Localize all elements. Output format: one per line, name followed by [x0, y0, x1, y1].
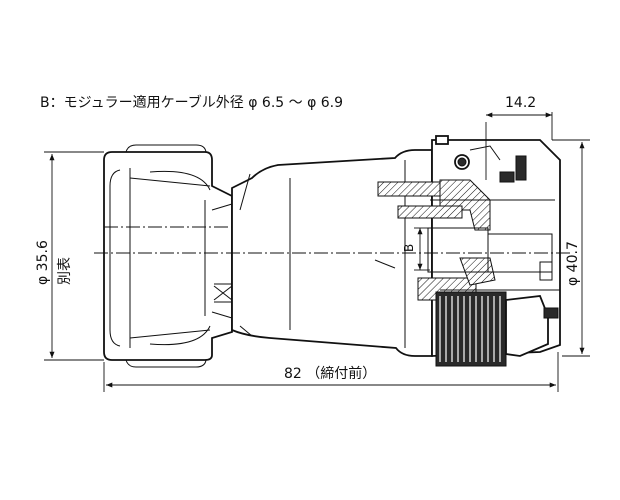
dimension-total-length: [103, 352, 559, 392]
left-diameter-label: φ 35.6: [35, 240, 51, 285]
total-length-label: 82 （締付前）: [284, 365, 376, 382]
dimension-right-diameter: [552, 139, 590, 357]
spec-note: B：モジュラー適用ケーブル外径 φ 6.5 〜 φ 6.9: [40, 94, 343, 111]
dimension-14-2: [485, 112, 553, 180]
dimension-14-2-label: 14.2: [505, 95, 536, 111]
left-diameter-sub-label: 別表: [57, 257, 73, 285]
section-b-dimension: [414, 227, 430, 271]
dimension-left-diameter: [44, 151, 104, 361]
right-diameter-label: φ 40.7: [565, 241, 581, 286]
section-b-label: B: [402, 244, 416, 252]
clamp-nut: [103, 144, 233, 368]
knurled-ring: [435, 291, 559, 367]
